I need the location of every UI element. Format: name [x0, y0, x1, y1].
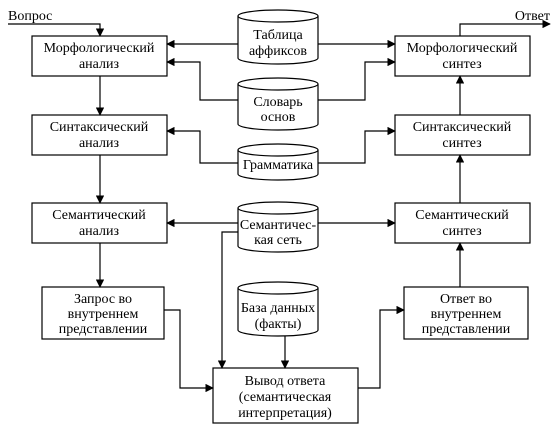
arrow-query-to-derivation — [164, 309, 214, 393]
database-store: База данных (факты) — [237, 281, 319, 337]
svg-text:представлении: представлении — [59, 322, 148, 337]
semantic-synthesis-box: Семантический синтез — [394, 202, 531, 244]
svg-text:Словарь: Словарь — [253, 95, 302, 110]
svg-text:Запрос во: Запрос во — [74, 292, 132, 307]
semantic-analysis-box: Семантический анализ — [31, 202, 168, 244]
svg-text:Вывод ответа: Вывод ответа — [245, 374, 326, 389]
svg-text:Синтаксический: Синтаксический — [413, 120, 512, 135]
stem-dictionary-store: Словарь основ — [237, 77, 319, 131]
svg-text:Семантический: Семантический — [415, 208, 509, 223]
affix-table-store: Таблица аффиксов — [237, 9, 319, 65]
svg-text:синтез: синтез — [442, 224, 482, 239]
arrow-dictionary-to-morph-synthesis — [318, 57, 396, 101]
svg-text:Таблица: Таблица — [253, 28, 303, 43]
syntax-analysis-box: Синтаксический анализ — [31, 114, 168, 156]
internal-answer-box: Ответ во внутреннем представлении — [403, 286, 529, 340]
svg-text:Грамматика: Грамматика — [243, 158, 314, 173]
arrow-derivation-to-answer — [358, 305, 405, 389]
svg-text:Ответ во: Ответ во — [440, 292, 492, 307]
svg-text:анализ: анализ — [79, 136, 120, 151]
svg-text:(факты): (факты) — [255, 317, 302, 332]
morph-analysis-box: Морфологический анализ — [31, 35, 168, 77]
question-label: Вопрос — [8, 9, 52, 24]
syntax-synthesis-box: Синтаксический синтез — [394, 114, 531, 156]
svg-text:Синтаксический: Синтаксический — [50, 120, 149, 135]
morph-synthesis-box: Морфологический синтез — [394, 35, 531, 77]
arrow-grammar-to-syntax-analysis — [166, 126, 238, 164]
svg-text:представлении: представлении — [422, 322, 511, 337]
answer-derivation-box: Вывод ответа (семантическая интерпретаци… — [212, 367, 359, 424]
svg-text:внутреннем: внутреннем — [68, 307, 139, 322]
svg-text:Семантичес-: Семантичес- — [240, 218, 317, 233]
question-input-arrow — [8, 23, 105, 37]
svg-text:синтез: синтез — [442, 136, 482, 151]
grammar-store: Грамматика — [237, 143, 319, 181]
svg-text:синтез: синтез — [442, 57, 482, 72]
internal-query-box: Запрос во внутреннем представлении — [41, 286, 165, 340]
semantic-network-store: Семантичес- кая сеть — [237, 201, 319, 253]
svg-text:Семантический: Семантический — [52, 208, 146, 223]
svg-text:(семантическая: (семантическая — [239, 390, 332, 405]
svg-text:Морфологический: Морфологический — [44, 41, 155, 56]
svg-text:Морфологический: Морфологический — [407, 41, 518, 56]
svg-text:интерпретация): интерпретация) — [238, 406, 332, 421]
answer-label: Ответ — [515, 9, 550, 24]
arrow-dictionary-to-morph-analysis — [166, 57, 238, 101]
svg-text:внутреннем: внутреннем — [431, 307, 502, 322]
svg-text:анализ: анализ — [79, 57, 120, 72]
arrow-network-to-derivation — [217, 231, 238, 369]
svg-text:основ: основ — [261, 110, 296, 125]
svg-text:База данных: База данных — [241, 301, 315, 316]
answer-output-arrow — [459, 19, 551, 36]
svg-text:анализ: анализ — [79, 224, 120, 239]
arrow-grammar-to-syntax-synthesis — [318, 126, 396, 164]
svg-text:кая сеть: кая сеть — [254, 233, 302, 248]
svg-text:аффиксов: аффиксов — [249, 44, 307, 59]
